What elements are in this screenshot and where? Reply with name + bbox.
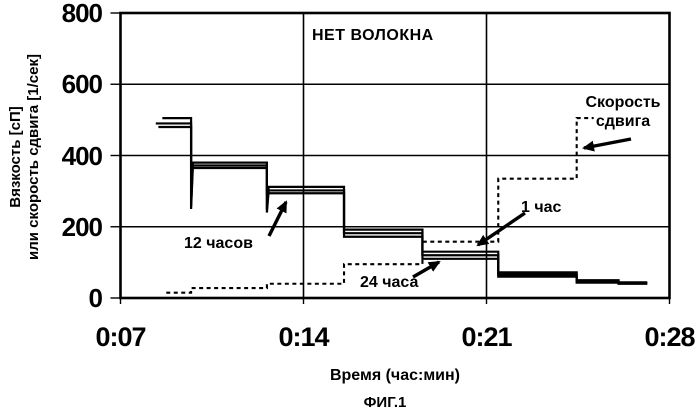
annotation-1h: 1 час xyxy=(521,199,562,216)
series-layer xyxy=(155,116,648,294)
x-tick-label: 0:07 xyxy=(95,322,146,352)
series-viscosity_1h xyxy=(162,116,648,284)
plot-border xyxy=(119,11,671,300)
y-tick-label: 400 xyxy=(61,140,103,171)
label-12h-arrow xyxy=(267,200,288,237)
series-viscosity_24h xyxy=(158,125,648,285)
annotation-arrows xyxy=(267,137,632,279)
series-viscosity_12h xyxy=(155,122,648,285)
y-tick-label: 600 xyxy=(61,69,103,100)
grid-layer xyxy=(110,11,671,304)
figure-caption: ФИГ.1 xyxy=(363,394,407,411)
annotation-12h: 12 часов xyxy=(184,235,253,252)
x-tick-label: 0:21 xyxy=(461,322,512,352)
x-tick-label: 0:14 xyxy=(278,322,329,352)
y-tick-label: 0 xyxy=(88,283,103,313)
x-tick-label: 0:28 xyxy=(644,322,695,352)
y-axis-title-line1: Вязкость [сП] xyxy=(7,106,24,208)
annotation-24h: 24 часа xyxy=(360,274,419,291)
annotation-no-fiber: НЕТ ВОЛОКНА xyxy=(312,27,434,44)
y-tick-label: 200 xyxy=(61,211,103,242)
x-axis-title: Время (час:мин) xyxy=(329,367,461,384)
shear-rate-arrow xyxy=(582,137,632,152)
series-shear_rate xyxy=(166,117,594,294)
label-24h-arrow xyxy=(412,260,441,279)
y-tick-label: 800 xyxy=(61,0,103,28)
annotation-shear-rate: Скорость сдвига xyxy=(585,94,661,130)
label-1h-arrow xyxy=(476,211,526,247)
